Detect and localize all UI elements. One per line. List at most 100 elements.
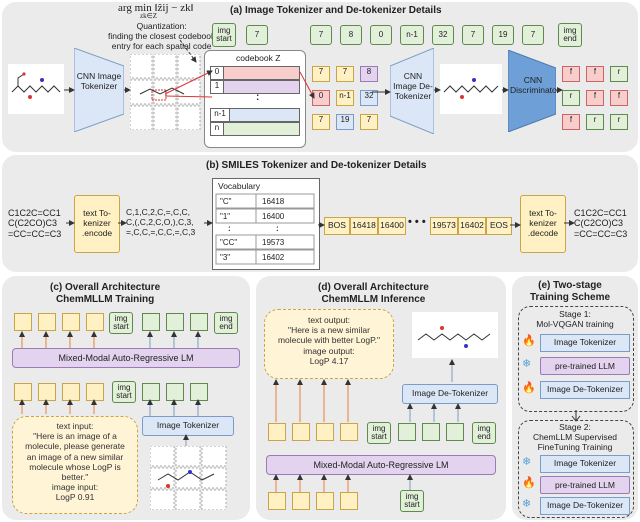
yellow-token: [268, 492, 286, 510]
s2-image-tokenizer: Image Tokenizer: [540, 455, 630, 473]
seq-ellipsis: • • •: [408, 216, 426, 228]
yellow-token: [268, 423, 286, 441]
green-token: [142, 313, 160, 331]
disc-cell: r: [610, 66, 628, 82]
seq-token: 16400: [378, 217, 406, 235]
mixed-modal-lm: Mixed-Modal Auto-Regressive LM: [266, 455, 496, 475]
vocab-value: 19573: [262, 238, 285, 247]
vocab-key: "3": [220, 253, 231, 262]
panel-d-arrows: [273, 359, 461, 492]
fire-icon: 🔥: [522, 335, 536, 347]
s1-pretrained-llm: pre-trained LLM: [540, 357, 630, 375]
grid-cell: 7: [312, 66, 330, 82]
quantization-note: Quantization: finding the closest codebo…: [108, 21, 216, 51]
vocab-value: 16400: [262, 212, 285, 221]
green-token: [398, 423, 416, 441]
disc-cell: f: [562, 66, 580, 82]
fire-icon: 🔥: [522, 382, 536, 394]
s2-pretrained-llm: pre-trained LLM: [540, 476, 630, 494]
vocab-key: "CC": [220, 238, 238, 247]
text-input-note: text input: "Here is an image of a molec…: [12, 416, 138, 514]
vocab-value: :: [276, 224, 279, 233]
yellow-token: [292, 423, 310, 441]
codebook-row-dots: :: [256, 92, 260, 103]
argmin-formula: arg min ‖ẑij − zk‖ zk∈Z: [118, 2, 194, 20]
yellow-token: [340, 423, 358, 441]
stage2-label: Stage 2: ChemLLM Supervised FineTuning T…: [532, 422, 618, 453]
disc-cell: f: [562, 114, 580, 130]
panel-e-title: (e) Two-stage Training Scheme: [530, 280, 611, 303]
token-32: 32: [432, 25, 454, 45]
smiles-input: C1C2C=CC1 C(C2CO)C3 =CC=CC=C3: [8, 208, 62, 239]
s2-image-detokenizer: Image De-Tokenizer: [540, 497, 630, 515]
stage1-label: Stage 1: Mol-VQGAN training: [536, 309, 614, 330]
yellow-token: [340, 492, 358, 510]
disc-cell: r: [610, 114, 628, 130]
cnn-image-tokenizer-shape: [74, 48, 124, 132]
seq-token: 16402: [458, 217, 486, 235]
panel-b-title: (b) SMILES Tokenizer and De-tokenizer De…: [206, 160, 427, 171]
yellow-token: [292, 492, 310, 510]
token-n-1: n-1: [400, 25, 424, 45]
yellow-token: [86, 313, 104, 331]
token-img-start: img start: [212, 23, 236, 47]
seq-token: 19573: [430, 217, 458, 235]
yellow-token: [316, 492, 334, 510]
token-img-start: img start: [112, 381, 136, 403]
vocab-value: 16402: [262, 253, 285, 262]
snowflake-icon: ❄: [522, 456, 532, 468]
codebook-row-0: 0: [210, 66, 300, 80]
disc-cell: r: [586, 114, 604, 130]
grid-cell: 7: [360, 114, 378, 130]
snowflake-icon: ❄: [522, 498, 532, 510]
stage-arrow: [571, 410, 581, 422]
cnn-image-detokenizer: CNN Image De-Tokenizer: [393, 71, 433, 101]
panel-b-arrows: [66, 220, 575, 228]
token-8: 8: [340, 25, 362, 45]
codebook-row-1: 1: [210, 80, 300, 94]
token-7c: 7: [462, 25, 484, 45]
vocabulary-table: [212, 178, 320, 270]
green-token: [446, 423, 464, 441]
molecule-input-image: [8, 64, 64, 114]
seq-token: 16418: [350, 217, 378, 235]
yellow-token: [316, 423, 334, 441]
codebook-row-n: n: [210, 122, 300, 136]
token-19: 19: [492, 25, 514, 45]
panel-a-title: (a) Image Tokenizer and De-tokenizer Det…: [230, 5, 442, 16]
smiles-output: C1C2C=CC1 C(C2CO)C3 =CC=CC=C3: [574, 208, 628, 239]
fire-icon: 🔥: [522, 477, 536, 489]
stage2-box: [518, 420, 634, 518]
text-tokenizer-decode: text To-kenizer.decode: [520, 195, 566, 253]
grid-cell: 7: [312, 114, 330, 130]
panel-c-arrows: [19, 331, 201, 446]
grid-cell: 19: [336, 114, 354, 130]
vocab-value: 16418: [262, 197, 285, 206]
green-token: [190, 313, 208, 331]
yellow-token: [14, 313, 32, 331]
cnn-discriminator-shape: [508, 50, 556, 132]
codebook-title: codebook Z: [236, 53, 281, 63]
vocab-grid-lines: [215, 193, 315, 265]
token-img-start: img start: [400, 490, 424, 512]
s1-image-detokenizer: Image De-Tokenizer: [540, 381, 630, 399]
panel-a-arrows: [64, 39, 563, 99]
green-token: [422, 423, 440, 441]
green-token: [166, 313, 184, 331]
cnn-discriminator: CNN Discriminator: [510, 75, 560, 95]
codebook-row-n-1: n-1: [210, 108, 300, 122]
vocab-key: :: [228, 224, 231, 233]
yellow-token: [62, 313, 80, 331]
grid-cell: 7: [336, 66, 354, 82]
molecule-output-d: [412, 312, 498, 358]
token-7a: 7: [246, 25, 268, 45]
disc-cell: f: [586, 66, 604, 82]
token-img-end: img end: [472, 422, 496, 444]
token-7b: 7: [310, 25, 332, 45]
token-0: 0: [370, 25, 392, 45]
token-7d: 7: [522, 25, 544, 45]
panel-c-title: (c) Overall Architecture ChemMLLM Traini…: [50, 282, 161, 305]
disc-cell: r: [562, 90, 580, 106]
grid-cell: 32: [360, 90, 378, 106]
mixed-modal-lm: Mixed-Modal Auto-Regressive LM: [12, 348, 240, 368]
